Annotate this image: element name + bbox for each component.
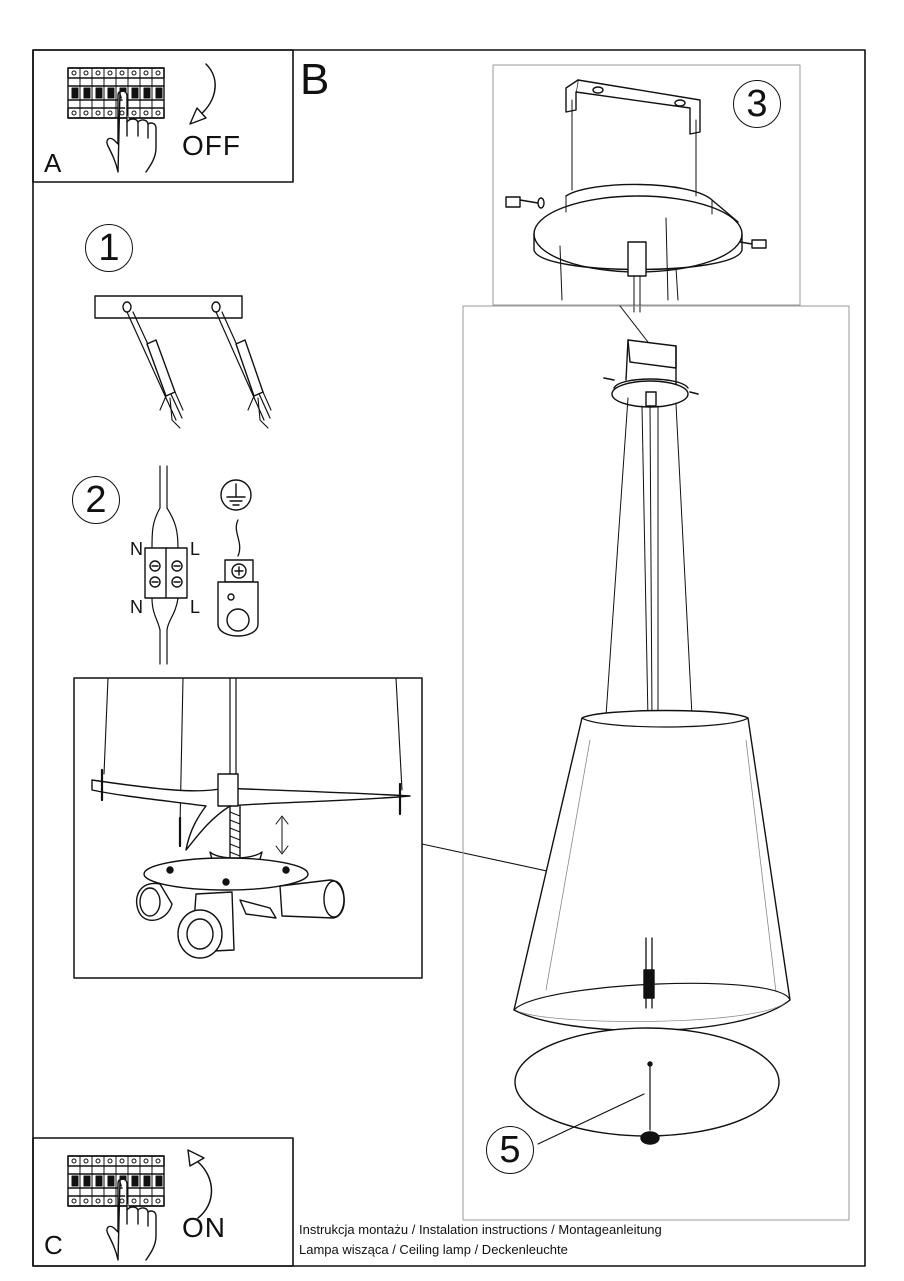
wire-label-neutral-bottom: N <box>130 597 143 617</box>
panel-c-letter: C <box>44 1230 63 1260</box>
wire-label-live-bottom: L <box>190 597 201 617</box>
panel-a-box <box>32 49 294 183</box>
ground-symbol-icon <box>220 479 252 511</box>
circuit-breaker-icon <box>67 1155 165 1207</box>
ground-terminal <box>217 519 259 637</box>
curved-arrow-up-icon <box>187 1149 213 1219</box>
wire-label-neutral-top: N <box>130 539 143 559</box>
outer-frame <box>32 49 866 1267</box>
step-number-5: 5 <box>486 1126 534 1174</box>
caption-line-1: Instrukcja montażu / Instalation instruc… <box>299 1222 662 1237</box>
hand-icon <box>106 1178 157 1261</box>
step-1-drawing <box>94 295 272 429</box>
panel-a-letter: A <box>44 148 62 178</box>
lamp-assembly <box>462 305 850 1221</box>
panel-c-action: ON <box>182 1212 226 1243</box>
circuit-breaker-icon <box>67 67 165 119</box>
panel-a-action: OFF <box>182 130 241 161</box>
step-number-1: 1 <box>85 224 133 272</box>
step-2-wiring <box>144 465 188 665</box>
hand-icon <box>106 90 157 173</box>
panel-c-box <box>32 1137 294 1267</box>
caption-line-2: Lampa wisząca / Ceiling lamp / Deckenleu… <box>299 1242 568 1257</box>
panel-b-letter: B <box>300 55 330 104</box>
step-number-3: 3 <box>733 80 781 128</box>
step-number-2: 2 <box>72 476 120 524</box>
inset-detail <box>73 677 423 979</box>
curved-arrow-down-icon <box>189 63 216 125</box>
step-3-canopy <box>492 64 801 313</box>
wire-label-live-top: L <box>190 539 201 559</box>
